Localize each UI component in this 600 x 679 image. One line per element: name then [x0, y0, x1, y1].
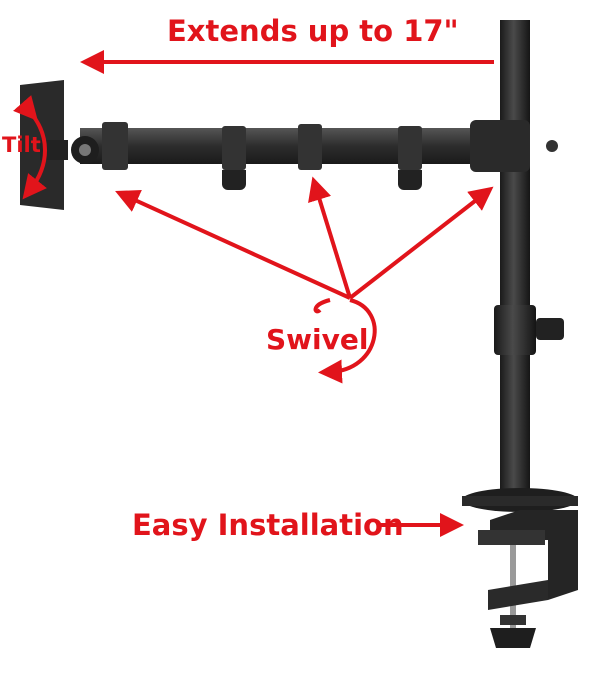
pole [494, 20, 564, 510]
extends-label: Extends up to 17" [167, 14, 459, 48]
tilt-arrow [13, 95, 47, 200]
desk-clamp [462, 488, 578, 648]
extension-arm [71, 120, 558, 190]
swivel-arrow-middle [308, 176, 352, 299]
tilt-label: Tilt [2, 133, 41, 157]
swivel-arrow-left [115, 190, 351, 300]
swivel-rotation-arrow [316, 298, 377, 372]
swivel-label: Swivel [266, 323, 369, 356]
installation-label: Easy Installation [132, 508, 404, 542]
swivel-arrow-right [348, 186, 494, 300]
annotation-arrows [13, 50, 494, 537]
